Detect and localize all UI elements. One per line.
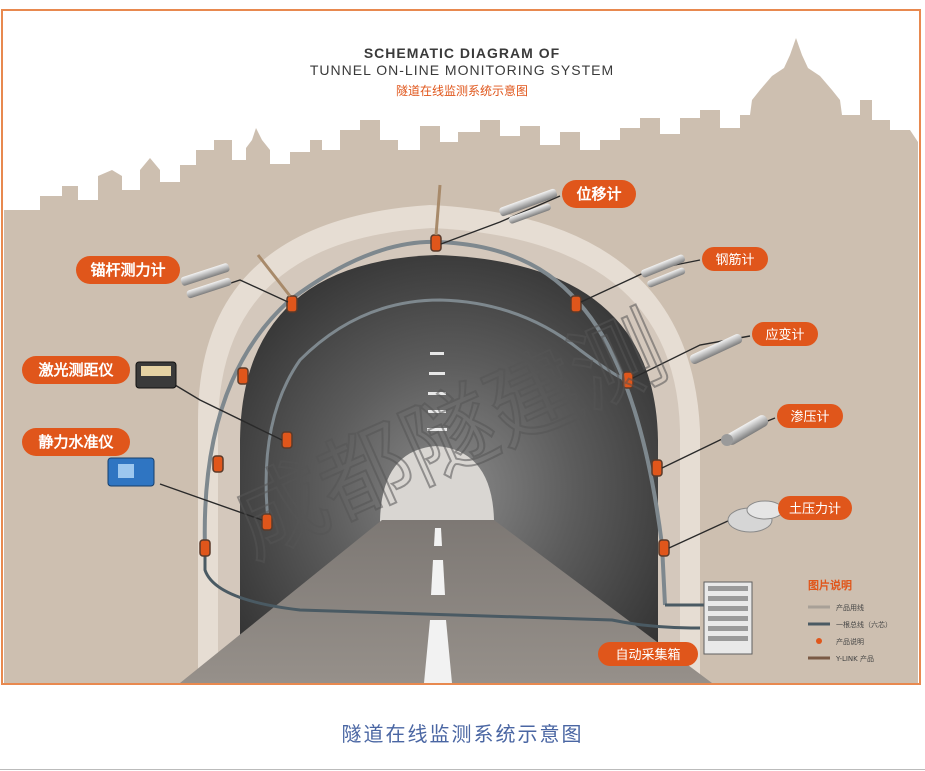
title-line-1: SCHEMATIC DIAGRAM OF [364, 45, 560, 61]
svg-text:位移计: 位移计 [576, 185, 621, 203]
displacement-rod [434, 184, 442, 236]
node-left-shoulder [286, 295, 298, 313]
bottom-rule [0, 769, 925, 770]
node-right-shoulder [570, 295, 582, 313]
label-collector: 自动采集箱 [598, 642, 698, 666]
label-leveler: 静力水准仪 [22, 428, 130, 456]
svg-text:渗压计: 渗压计 [790, 410, 829, 425]
bus-line [203, 550, 701, 630]
svg-text:产品用线: 产品用线 [836, 603, 864, 612]
node-right-upper [622, 371, 634, 389]
node-right-bottom [658, 539, 670, 557]
node-left-bottom [199, 539, 211, 557]
node-crown [430, 234, 442, 252]
node-left-upper [237, 367, 249, 385]
svg-text:自动采集箱: 自动采集箱 [615, 647, 680, 663]
strain-sensor-icon [689, 333, 743, 365]
label-anchor: 锚杆测力计 [76, 256, 180, 284]
svg-text:Y-LINK 产品: Y-LINK 产品 [835, 654, 874, 663]
svg-text:锚杆测力计: 锚杆测力计 [90, 261, 165, 279]
node-left-mid [281, 431, 293, 449]
svg-text:图片说明: 图片说明 [808, 578, 852, 592]
earth-pressure-icon [727, 500, 784, 533]
road-center-line-3 [434, 528, 442, 546]
road [180, 520, 712, 683]
label-displacement: 位移计 [562, 180, 636, 208]
road-center-line-1 [424, 620, 452, 683]
svg-text:激光测距仪: 激光测距仪 [38, 361, 114, 379]
title-line-2: TUNNEL ON-LINE MONITORING SYSTEM [310, 62, 614, 78]
legend: 图片说明 产品用线 一根总线（六芯） 产品说明 Y-LINK 产品 [808, 578, 892, 663]
svg-text:应变计: 应变计 [765, 327, 804, 343]
caption: 隧道在线监测系统示意图 [341, 722, 584, 746]
label-osmometer: 渗压计 [777, 404, 843, 428]
anchor-sensor-icon [180, 263, 232, 299]
anchor-rod [256, 254, 292, 297]
ceiling-lights [427, 352, 447, 431]
label-earth-pressure: 土压力计 [778, 496, 852, 520]
cable-inner [264, 298, 629, 521]
label-strain: 应变计 [752, 322, 818, 346]
road-center-line-2 [431, 560, 445, 595]
svg-text:土压力计: 土压力计 [789, 502, 841, 517]
static-leveler-icon [107, 457, 155, 487]
svg-text:一根总线（六芯）: 一根总线（六芯） [836, 620, 892, 629]
rebar-sensor-icon [641, 254, 686, 288]
node-left-inner-low [261, 513, 273, 531]
title-cn: 隧道在线监测系统示意图 [396, 83, 528, 98]
label-rebar: 钢筋计 [702, 247, 768, 271]
collector-box-icon [703, 581, 753, 655]
node-left-lower [212, 455, 224, 473]
label-laser: 激光测距仪 [22, 356, 130, 384]
osmometer-icon [721, 415, 769, 446]
svg-text:产品说明: 产品说明 [836, 637, 864, 646]
node-right-mid [651, 459, 663, 477]
laser-rangefinder-icon [135, 361, 177, 389]
svg-text:钢筋计: 钢筋计 [715, 252, 754, 268]
displacement-sensor-icon [499, 188, 558, 224]
svg-text:静力水准仪: 静力水准仪 [38, 433, 114, 451]
